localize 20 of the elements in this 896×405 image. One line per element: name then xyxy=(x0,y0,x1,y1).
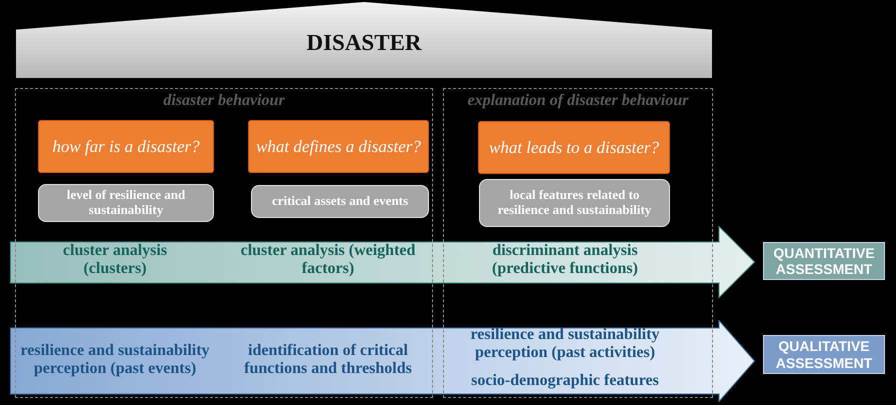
method-label: cluster analysis (clusters) xyxy=(62,242,168,279)
method-label: resilience and sustainability perception (past activities) xyxy=(469,326,661,363)
assessment-box: QUALITATIVE ASSESSMENT xyxy=(763,335,885,374)
topic-box: local features related to resilience and sustainability xyxy=(479,179,670,227)
assessment-box: QUANTITATIVE ASSESSMENT xyxy=(763,242,885,280)
question-box: how far is a disaster? xyxy=(38,120,214,173)
question-box: what defines a disaster? xyxy=(248,120,429,173)
topic-box: critical assets and events xyxy=(251,185,429,218)
dashed-group-frame xyxy=(443,88,713,398)
method-label: cluster analysis (weighted factors) xyxy=(240,242,416,279)
question-box: what leads to a disaster? xyxy=(478,121,670,174)
method-label: socio-demographic features xyxy=(470,372,660,390)
method-label: resilience and sustainability perception (past events) xyxy=(19,342,211,379)
banner-title: DISASTER xyxy=(305,30,423,56)
method-label: identification of critical functions and thresholds xyxy=(243,342,413,379)
topic-box: level of resilience and sustainability xyxy=(38,184,214,222)
method-label: discriminant analysis (predictive functions) xyxy=(491,242,639,279)
dashed-group-frame xyxy=(15,88,433,398)
group-heading: explanation of disaster behaviour xyxy=(466,92,690,110)
group-heading: disaster behaviour xyxy=(162,92,286,110)
